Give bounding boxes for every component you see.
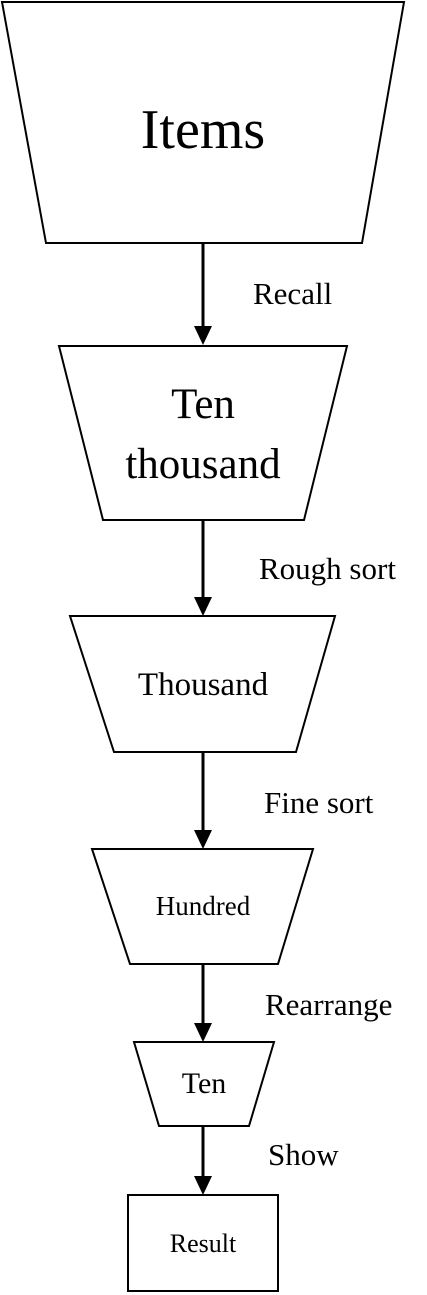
arrowhead-show bbox=[194, 1176, 212, 1195]
arrowhead-recall bbox=[194, 326, 212, 345]
step-label-rough-sort: Rough sort bbox=[259, 551, 396, 586]
stage-thousand-trapezoid bbox=[68, 615, 337, 753]
arrowhead-rough-sort bbox=[194, 597, 212, 616]
step-label-fine-sort: Fine sort bbox=[264, 785, 374, 820]
stage-items-trapezoid bbox=[0, 1, 406, 244]
arrowhead-fine-sort bbox=[194, 830, 212, 849]
arrowhead-rearrange bbox=[194, 1023, 212, 1042]
step-label-show: Show bbox=[268, 1137, 339, 1172]
stage-result-label: Result bbox=[170, 1229, 237, 1258]
stage-ten-thousand-label-line1: Ten bbox=[171, 381, 235, 428]
stage-ten-label: Ten bbox=[182, 1067, 227, 1100]
stage-ten-thousand-trapezoid bbox=[57, 345, 349, 521]
stage-result-box bbox=[127, 1194, 279, 1292]
step-label-recall: Recall bbox=[253, 276, 332, 311]
stage-hundred-trapezoid bbox=[90, 848, 315, 965]
stage-ten-trapezoid bbox=[132, 1041, 276, 1127]
stage-items-label: Items bbox=[141, 99, 265, 161]
stage-ten-thousand-label-line2: thousand bbox=[125, 441, 280, 488]
stage-thousand-label: Thousand bbox=[138, 667, 269, 703]
step-label-rearrange: Rearrange bbox=[265, 987, 392, 1022]
stage-hundred-label: Hundred bbox=[156, 891, 251, 921]
